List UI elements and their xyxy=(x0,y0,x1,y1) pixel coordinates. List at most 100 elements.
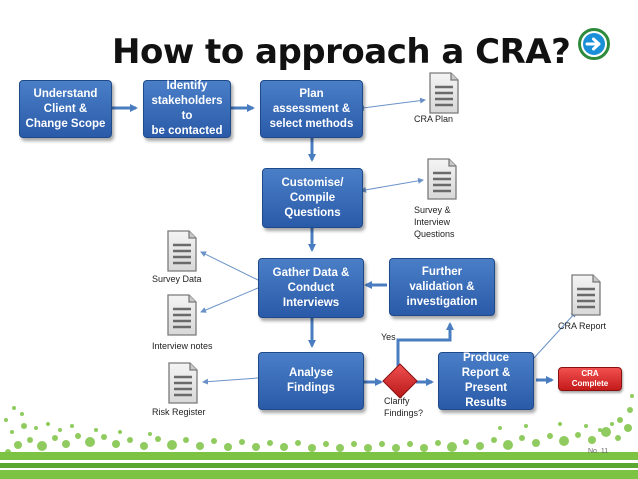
green-dot xyxy=(196,442,204,450)
document-icon xyxy=(426,158,458,200)
document-icon xyxy=(167,362,199,404)
step-produce-report: Produce Report & Present Results xyxy=(438,352,534,410)
step-identify-stakeholders: Identify stakeholders to be contacted xyxy=(143,80,231,138)
green-dot xyxy=(12,406,16,410)
green-dot xyxy=(183,437,189,443)
doc-label-cra-report: CRA Report xyxy=(558,321,607,331)
link-plan-crapplan xyxy=(358,97,426,111)
green-dot xyxy=(239,439,245,445)
bottom-green-bars xyxy=(0,452,638,479)
green-dot xyxy=(52,435,58,441)
green-dot xyxy=(167,440,177,450)
green-dot xyxy=(575,432,581,438)
green-dot xyxy=(476,442,484,450)
green-dot xyxy=(463,439,469,445)
cra-complete-badge: CRA Complete xyxy=(558,367,622,391)
doc-label-survey-questions: Survey & Interview Questions xyxy=(414,205,455,239)
green-dot xyxy=(267,440,273,446)
green-dot xyxy=(624,424,632,432)
step-customise-questions: Customise/ Compile Questions xyxy=(262,168,363,228)
green-dot xyxy=(351,441,357,447)
green-dot xyxy=(58,428,62,432)
decision-label: Clarify Findings? xyxy=(384,396,424,418)
green-dot xyxy=(127,437,133,443)
step-plan-assessment: Plan assessment & select methods xyxy=(260,80,363,138)
green-dot xyxy=(27,437,33,443)
green-dot xyxy=(37,441,47,451)
green-dot xyxy=(532,439,540,447)
green-dot xyxy=(148,432,152,436)
decision-yes-label: Yes xyxy=(381,332,396,342)
green-dot xyxy=(598,428,602,432)
green-dot xyxy=(34,426,38,430)
doc-label-risk-register: Risk Register xyxy=(152,407,206,417)
green-dot xyxy=(524,424,528,428)
green-dot xyxy=(46,422,50,426)
green-dot xyxy=(407,441,413,447)
diamond-icon xyxy=(382,363,418,399)
green-dot xyxy=(211,438,217,444)
green-dot xyxy=(627,407,633,413)
green-dot xyxy=(252,443,260,451)
green-dot xyxy=(610,422,614,426)
green-dot xyxy=(155,436,161,442)
green-dot xyxy=(519,435,525,441)
arrow-right-circle-icon xyxy=(583,33,605,55)
green-dot xyxy=(224,443,232,451)
green-dot xyxy=(617,417,623,423)
document-icon xyxy=(166,230,198,272)
green-dot xyxy=(601,427,611,437)
document-icon xyxy=(166,294,198,336)
green-dots-pattern xyxy=(4,394,634,455)
green-dot xyxy=(5,449,11,455)
step-further-validation: Further validation & investigation xyxy=(389,258,495,316)
green-dot xyxy=(112,440,120,448)
link-gather-surveydata xyxy=(200,251,259,281)
green-dot xyxy=(491,437,497,443)
green-dot xyxy=(447,442,457,452)
next-slide-button[interactable] xyxy=(578,28,610,60)
green-dot xyxy=(140,442,148,450)
green-dot xyxy=(584,424,588,428)
page-title: How to approach a CRA? xyxy=(112,32,571,72)
step-analyse-findings: Analyse Findings xyxy=(258,352,364,410)
green-dot xyxy=(21,423,27,429)
green-dot xyxy=(4,418,8,422)
green-dot xyxy=(336,444,344,452)
page-number: No. 11 xyxy=(588,448,609,455)
green-dot xyxy=(118,430,122,434)
green-dot xyxy=(308,444,316,452)
green-dot xyxy=(435,440,441,446)
link-produce-crareport xyxy=(533,311,577,359)
doc-label-cra-plan: CRA Plan xyxy=(414,114,454,124)
doc-label-survey-data: Survey Data xyxy=(152,274,202,284)
green-dot xyxy=(70,424,74,428)
green-dot xyxy=(94,428,98,432)
link-customise-questions xyxy=(360,177,424,193)
step-understand-scope: Understand Client & Change Scope xyxy=(19,80,112,138)
doc-label-interview-notes: Interview notes xyxy=(152,341,213,351)
green-dot xyxy=(101,434,107,440)
green-dot xyxy=(85,437,95,447)
green-dot xyxy=(420,444,428,452)
green-dot xyxy=(323,441,329,447)
green-dot xyxy=(280,443,288,451)
green-dot xyxy=(503,440,513,450)
green-dot xyxy=(10,430,14,434)
green-dot xyxy=(392,444,400,452)
document-icon xyxy=(428,72,460,114)
green-dot xyxy=(62,440,70,448)
green-dot xyxy=(14,441,22,449)
document-icon xyxy=(570,274,602,316)
green-dot xyxy=(615,435,621,441)
green-dot xyxy=(364,444,372,452)
green-dot xyxy=(558,422,562,426)
green-dot xyxy=(75,433,81,439)
green-dot xyxy=(498,426,502,430)
arrow-decision-further xyxy=(396,322,454,368)
green-dot xyxy=(379,441,385,447)
green-dot xyxy=(588,436,596,444)
